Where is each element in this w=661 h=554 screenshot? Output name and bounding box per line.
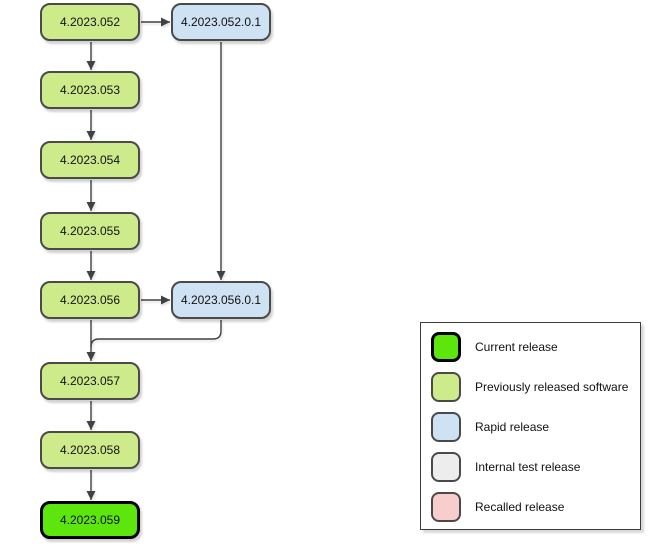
current-release-swatch	[431, 332, 461, 362]
legend-label-current: Current release	[475, 340, 558, 354]
legend-item-rapid: Rapid release	[431, 412, 640, 442]
node-4-2023-056: 4.2023.056	[40, 281, 140, 319]
legend-label-rapid: Rapid release	[475, 420, 550, 434]
node-4-2023-058: 4.2023.058	[40, 431, 140, 469]
recalled-release-swatch	[431, 492, 461, 522]
legend-item-recalled: Recalled release	[431, 492, 640, 522]
node-4-2023-052: 4.2023.052	[40, 3, 140, 41]
node-4-2023-056-0-1: 4.2023.056.0.1	[171, 281, 271, 319]
legend-item-internal: Internal test release	[431, 452, 640, 482]
edge-056-0-1-to-057	[90, 320, 222, 348]
legend: Current release Previously released soft…	[420, 322, 641, 530]
internal-test-release-swatch	[431, 452, 461, 482]
node-4-2023-059: 4.2023.059	[40, 501, 140, 539]
node-4-2023-054: 4.2023.054	[40, 141, 140, 179]
rapid-release-swatch	[431, 412, 461, 442]
node-4-2023-055: 4.2023.055	[40, 212, 140, 250]
node-4-2023-053: 4.2023.053	[40, 71, 140, 109]
legend-label-previous: Previously released software	[475, 380, 629, 394]
legend-label-internal: Internal test release	[475, 460, 581, 474]
node-4-2023-052-0-1: 4.2023.052.0.1	[171, 3, 271, 41]
node-4-2023-057: 4.2023.057	[40, 362, 140, 400]
previously-released-swatch	[431, 372, 461, 402]
legend-item-current: Current release	[431, 332, 640, 362]
legend-item-previous: Previously released software	[431, 372, 640, 402]
legend-label-recalled: Recalled release	[475, 500, 565, 514]
